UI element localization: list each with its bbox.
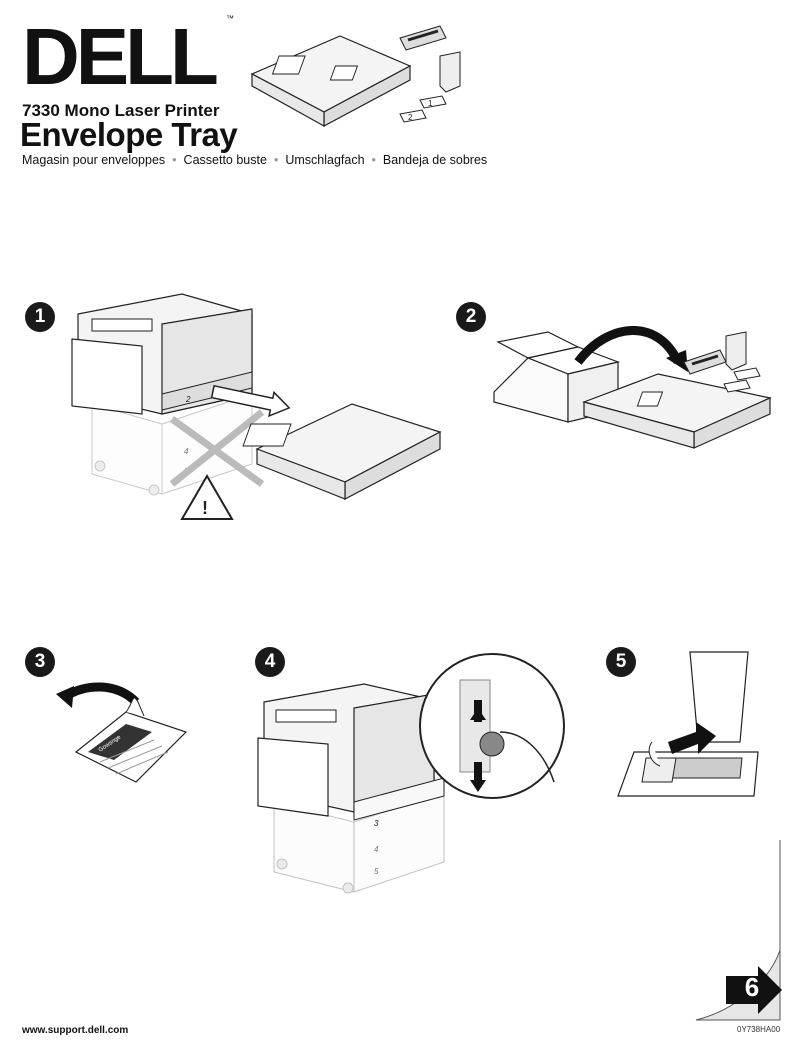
step-5-illustration: [617, 651, 759, 797]
label-card-1: 1: [428, 99, 433, 108]
trademark-symbol: ™: [226, 14, 234, 23]
dell-logo: DELL: [22, 12, 221, 101]
warning-symbol: !: [202, 498, 208, 518]
part-code: 0Y738HA00: [737, 1025, 781, 1034]
envelope-tray-header-illustration: 1 2: [250, 25, 461, 128]
bullet-separator: •: [273, 153, 279, 167]
tray-2-label: 2: [185, 395, 191, 404]
step-badge-5: 5: [606, 647, 636, 677]
bullet-separator: •: [172, 153, 177, 167]
step-badge-2: 2: [456, 302, 486, 332]
step-badge-1: 1: [25, 302, 55, 332]
step-badge-4: 4: [255, 647, 285, 677]
step-3-illustration: Gowsnge: [56, 682, 188, 783]
tray-3-label-step4: 3: [374, 819, 379, 828]
step-badge-3: 3: [25, 647, 55, 677]
support-url[interactable]: www.support.dell.com: [22, 1025, 129, 1036]
subtitle-spanish: Bandeja de sobres: [382, 153, 488, 167]
tray-4-label-step4: 4: [374, 845, 379, 854]
subtitle-german: Umschlagfach: [285, 153, 365, 167]
step-2-illustration: [493, 326, 772, 449]
tray-4-label: 4: [184, 447, 189, 456]
label-card-2: 2: [408, 113, 413, 122]
model-name: 7330 Mono Laser Printer: [22, 101, 220, 120]
tray-5-label-step4: 5: [374, 867, 379, 876]
page-title: Envelope Tray: [20, 116, 238, 153]
step-1-illustration: 3 4 5 2 !: [71, 293, 442, 520]
subtitle-french: Magasin pour enveloppes: [22, 153, 166, 167]
step-4-illustration: 3 4 5: [257, 653, 565, 894]
dell-logo-text: DELL: [22, 12, 217, 101]
subtitle-italian: Cassetto buste: [183, 153, 267, 167]
next-page-arrow-icon[interactable]: [726, 966, 782, 1014]
bullet-separator: •: [371, 153, 376, 167]
translated-subtitles: Magasin pour enveloppes • Cassetto buste • U…: [22, 153, 487, 167]
next-page-number: 6: [744, 972, 760, 1002]
